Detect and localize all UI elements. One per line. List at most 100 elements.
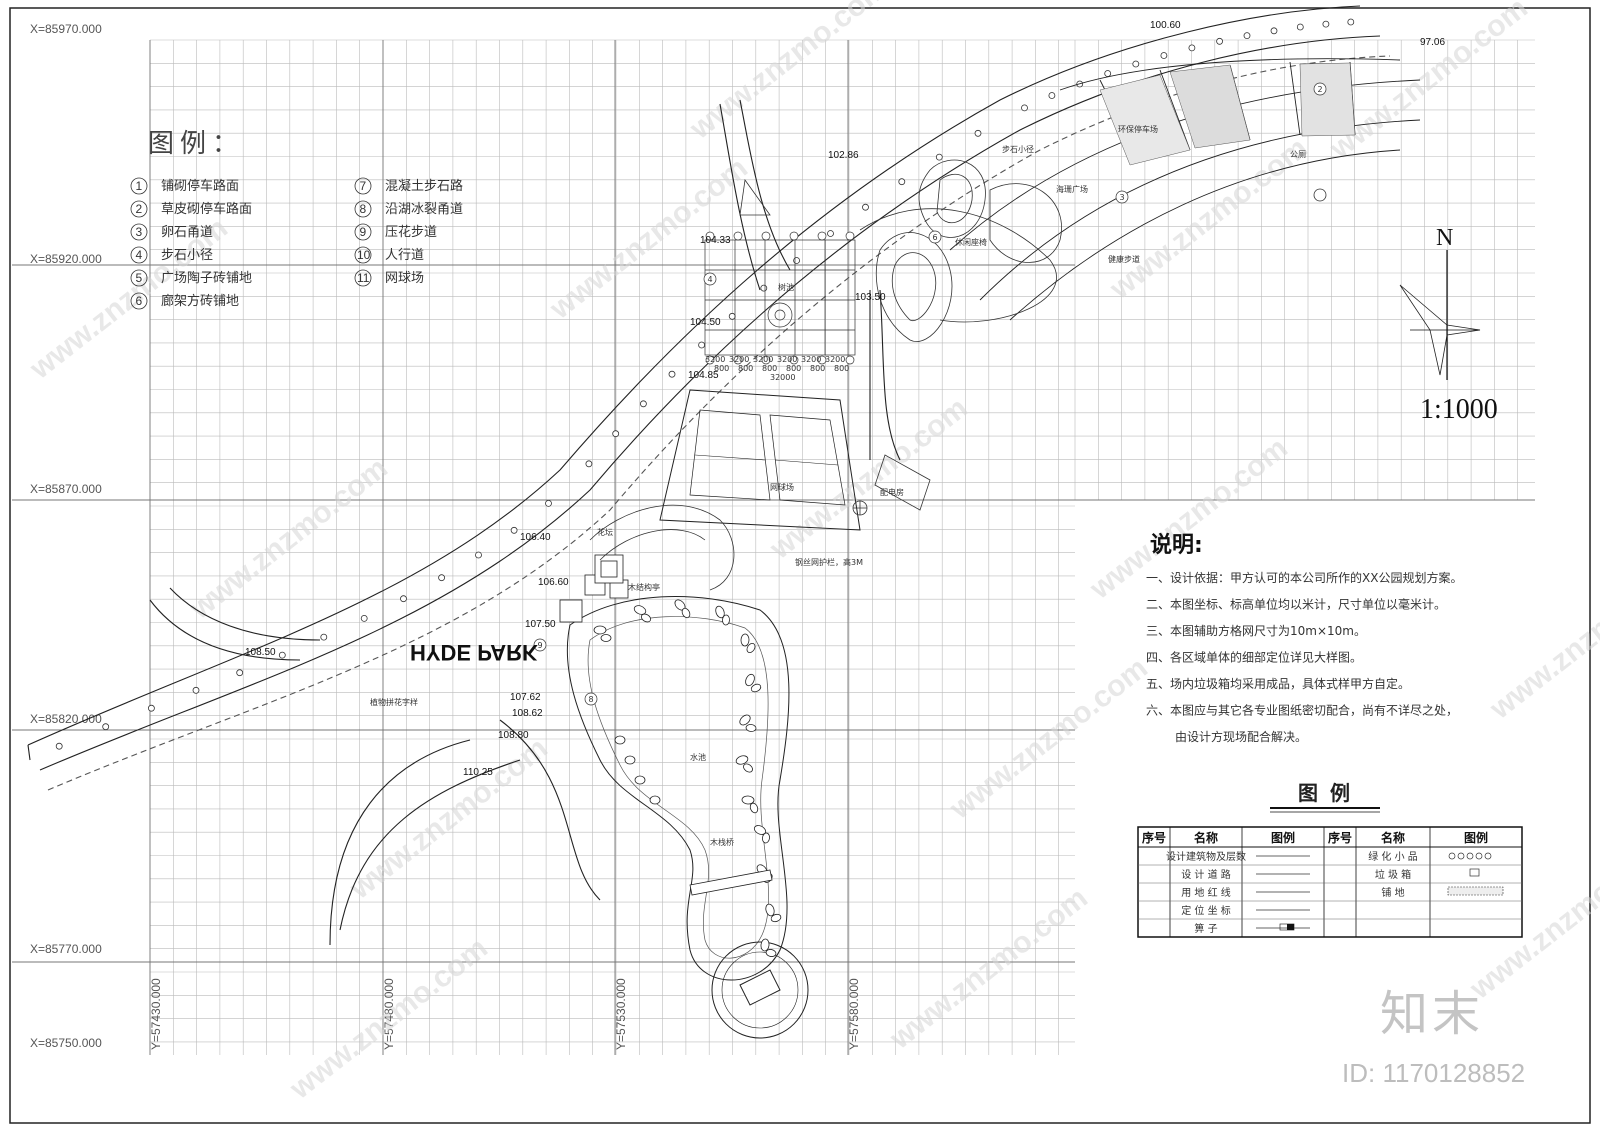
plan-labels: 树池网球场花坛木结构亭水池木栈桥配电房休闲座椅海珊广场步石小径环保停车场公厕健康… (370, 82, 1327, 847)
greenery-symbol (1457, 852, 1465, 860)
street-tree-mark (898, 178, 906, 186)
street-tree-mark (278, 651, 286, 659)
dimension-label: 3200 (777, 355, 797, 364)
tree-pool-mark (845, 355, 855, 365)
dimension-label: 3200 (801, 355, 821, 364)
street-tree-mark (400, 595, 407, 603)
street-tree-mark (862, 203, 869, 211)
y-coordinate-label: Y=57480.000 (382, 978, 396, 1050)
legend-number: 5 (136, 271, 143, 285)
pond-stone (746, 643, 756, 653)
watermark-text: www.znzmo.com (343, 731, 554, 906)
elevation-label: 108.50 (245, 647, 276, 658)
legend-number-circle (354, 200, 372, 218)
table-header: 图例 (1464, 830, 1488, 845)
pavilion (559, 554, 629, 623)
legend-number-circle (130, 269, 148, 287)
tree-pool-mark (789, 231, 799, 241)
elevation-label: 102.86 (828, 150, 859, 161)
pond-stone (600, 634, 612, 642)
brand-logo: 知末 (1380, 986, 1484, 1042)
plan-label: 休闲座椅 (955, 237, 987, 247)
symbol-table-grid: 序号名称图例序号名称图例设计建筑物及层数设 计 道 路用 地 红 线定 位 坐 … (1137, 826, 1523, 938)
legend-item-label: 步石小径 (161, 248, 213, 263)
legend-number-circle (354, 269, 372, 287)
elevation-label: 103.50 (855, 292, 886, 303)
pond-stone (649, 795, 661, 805)
elevation-label: 110.25 (463, 767, 493, 778)
dimension-label: 800 (762, 364, 777, 373)
table-header: 名称 (1381, 830, 1405, 845)
plan-label: 花坛 (597, 527, 613, 537)
legend-number: 10 (357, 248, 371, 262)
street-tree-mark (1216, 37, 1223, 45)
pond-stone (745, 724, 757, 732)
greenery-symbol (1466, 852, 1474, 860)
elevation-label: 108.80 (498, 730, 529, 741)
table-cell-name: 设计建筑物及层数 (1166, 850, 1246, 863)
elevation-label: 104.33 (700, 235, 731, 246)
dimension-label: 32000 (770, 373, 795, 382)
plan-label: 配电房 (880, 487, 904, 497)
street-tree-mark (640, 400, 647, 408)
elevation-label: 106.60 (538, 577, 569, 588)
pond-stone (633, 605, 647, 615)
legend-number: 9 (360, 225, 367, 239)
x-coordinate-label: X=85920.000 (30, 252, 102, 266)
pond-stone (750, 683, 762, 693)
entrance-road (719, 99, 901, 461)
legend-number: 3 (136, 225, 143, 239)
note-line: 五、场内垃圾箱均采用成品，具体式样甲方自定。 (1146, 676, 1410, 691)
pond-stone (743, 763, 753, 773)
pond-stone (614, 735, 626, 745)
tree-pool-mark (705, 355, 715, 365)
pond-stone (722, 614, 730, 626)
street-tree-mark (510, 526, 518, 534)
note-line: 三、本图辅助方格网尺寸为10m×10m。 (1146, 623, 1366, 638)
elevation-label: 108.62 (512, 708, 543, 719)
pond-stone (681, 607, 691, 619)
y-coordinate-label: Y=57430.000 (149, 978, 163, 1050)
note-line: 一、设计依据：甲方认可的本公司所作的XX公园规划方案。 (1146, 570, 1462, 585)
street-tree-mark (760, 284, 768, 292)
zone-circle-number: 9 (538, 641, 543, 650)
street-tree-mark (102, 723, 110, 731)
tree-pool-marks (705, 231, 855, 365)
table-frame (1137, 826, 1523, 938)
elevation-label: 100.60 (1150, 20, 1181, 31)
street-tree-mark (698, 341, 705, 349)
coordinate-labels: X=85970.000X=85920.000X=85870.000X=85820… (30, 22, 861, 1050)
street-tree-mark (236, 669, 244, 677)
legend-number-circle (354, 246, 372, 264)
zone-circle-marker (533, 638, 547, 652)
plan-label: 木结构亭 (628, 582, 660, 592)
zone-circle-marker (703, 272, 717, 286)
zone-circle-number: 3 (1120, 193, 1125, 202)
image-id: ID: 1170128852 (1342, 1058, 1525, 1088)
watermark-text: www.znzmo.com (183, 451, 394, 626)
dimension-label: 800 (834, 364, 849, 373)
pond-stone (749, 802, 759, 814)
x-coordinate-label: X=85820.000 (30, 712, 102, 726)
trash-bin-symbol (1469, 868, 1480, 877)
tree-pool-mark (789, 355, 799, 365)
pond-stone (634, 775, 646, 785)
greenery-symbol (1448, 852, 1456, 860)
y-coordinate-label: Y=57530.000 (614, 978, 628, 1050)
street-tree-mark (612, 430, 620, 438)
paving-symbol (1447, 886, 1504, 896)
zone-circle-number: 6 (933, 233, 938, 242)
street-tree-mark (827, 230, 834, 237)
elevation-label: 107.50 (525, 619, 556, 630)
plan-label: 水池 (690, 752, 706, 762)
pond-stone (753, 825, 767, 835)
table-cell-name: 垃 圾 箱 (1375, 868, 1411, 881)
street-tree-mark (935, 153, 943, 161)
legend-item-label: 人行道 (385, 248, 424, 263)
street-tree-mark (192, 686, 200, 694)
pond (566, 596, 809, 1039)
legend-number-circle (130, 200, 148, 218)
legend-item-label: 压花步道 (385, 224, 437, 240)
legend-item-label: 广场陶子砖铺地 (161, 270, 252, 286)
